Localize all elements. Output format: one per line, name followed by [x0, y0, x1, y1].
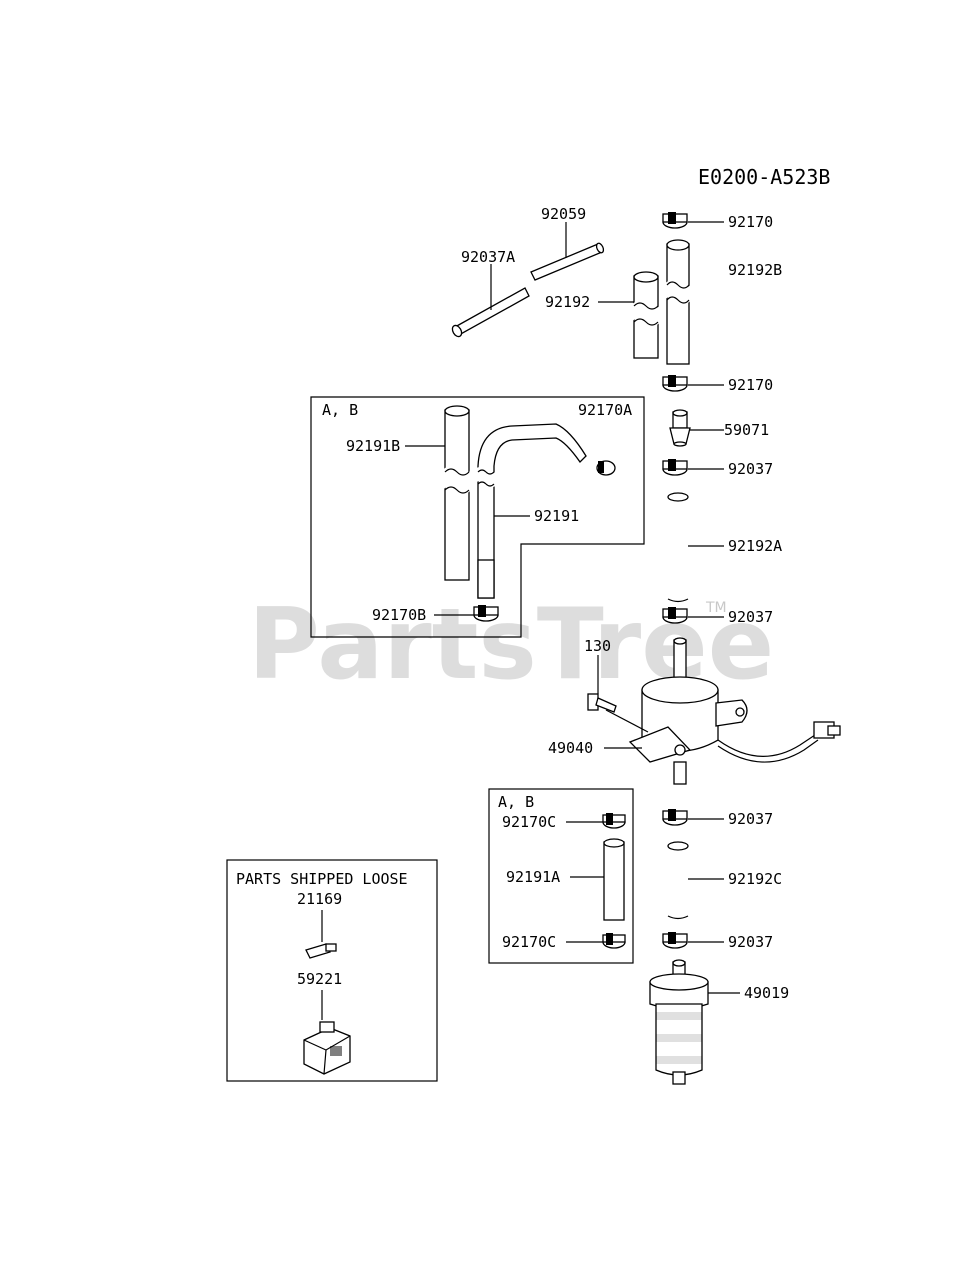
hose-92192[interactable]	[632, 271, 660, 359]
label-21169[interactable]: 21169	[297, 890, 342, 908]
label-59071[interactable]: 59071	[724, 421, 769, 439]
washer-2	[667, 841, 689, 851]
clamp-92037-1[interactable]	[662, 459, 688, 476]
loose-parts-title: PARTS SHIPPED LOOSE	[236, 870, 408, 888]
label-92170c-2[interactable]: 92170C	[502, 933, 556, 951]
tube-92059[interactable]	[530, 242, 605, 281]
clamp-92170c-2[interactable]	[602, 933, 626, 949]
hose-92192b[interactable]	[665, 239, 691, 365]
label-92170c-1[interactable]: 92170C	[502, 813, 556, 831]
label-92170-top[interactable]: 92170	[728, 213, 773, 231]
clamp-92037-3[interactable]	[662, 809, 688, 826]
label-130[interactable]: 130	[584, 637, 611, 655]
fuel-filter-49019[interactable]	[649, 959, 709, 1085]
label-92170a[interactable]: 92170A	[578, 401, 632, 419]
group-ab-top-label: A, B	[322, 401, 358, 419]
label-92037-3[interactable]: 92037	[728, 810, 773, 828]
group-box-ab-top	[310, 396, 645, 638]
clamp-92170-mid[interactable]	[662, 375, 688, 392]
label-92037-1[interactable]: 92037	[728, 460, 773, 478]
diagram-code: E0200-A523B	[698, 165, 830, 189]
label-49019[interactable]: 49019	[744, 984, 789, 1002]
hose-92192a[interactable]	[667, 598, 689, 603]
washer-1	[667, 492, 689, 502]
label-92192b[interactable]: 92192B	[728, 261, 782, 279]
loose-parts-box	[226, 859, 438, 1082]
group-box-ab-bottom	[488, 788, 634, 964]
label-59221[interactable]: 59221	[297, 970, 342, 988]
terminal-21169[interactable]	[305, 943, 337, 959]
clamp-92037-4[interactable]	[662, 932, 688, 949]
label-92192a[interactable]: 92192A	[728, 537, 782, 555]
label-92059[interactable]: 92059	[541, 205, 586, 223]
tube-92037a[interactable]	[451, 287, 530, 338]
bolt-130[interactable]	[587, 693, 617, 713]
label-92192c[interactable]: 92192C	[728, 870, 782, 888]
clamp-92170a[interactable]	[596, 460, 616, 476]
clamp-92170b[interactable]	[473, 605, 499, 622]
fuel-pump-49040[interactable]	[628, 637, 841, 785]
hose-92192c[interactable]	[667, 915, 689, 920]
label-92191[interactable]: 92191	[534, 507, 579, 525]
label-92170b[interactable]: 92170B	[372, 606, 426, 624]
hose-92191b[interactable]	[443, 405, 471, 581]
joint-59071[interactable]	[669, 409, 691, 447]
group-ab-bottom-label: A, B	[498, 793, 534, 811]
label-92170-mid[interactable]: 92170	[728, 376, 773, 394]
watermark-tm: TM	[705, 600, 727, 616]
label-49040[interactable]: 49040	[548, 739, 593, 757]
label-92037-4[interactable]: 92037	[728, 933, 773, 951]
label-92037a[interactable]: 92037A	[461, 248, 515, 266]
label-92037-2[interactable]: 92037	[728, 608, 773, 626]
clamp-92170c-1[interactable]	[602, 813, 626, 829]
label-92191a[interactable]: 92191A	[506, 868, 560, 886]
label-92191b[interactable]: 92191B	[346, 437, 400, 455]
clamp-92037-2[interactable]	[662, 607, 688, 624]
connector-59221[interactable]	[303, 1021, 351, 1075]
label-92192[interactable]: 92192	[545, 293, 590, 311]
hose-92191a[interactable]	[603, 838, 625, 921]
clamp-92170-top[interactable]	[662, 212, 688, 229]
hose-92191[interactable]	[474, 423, 587, 599]
